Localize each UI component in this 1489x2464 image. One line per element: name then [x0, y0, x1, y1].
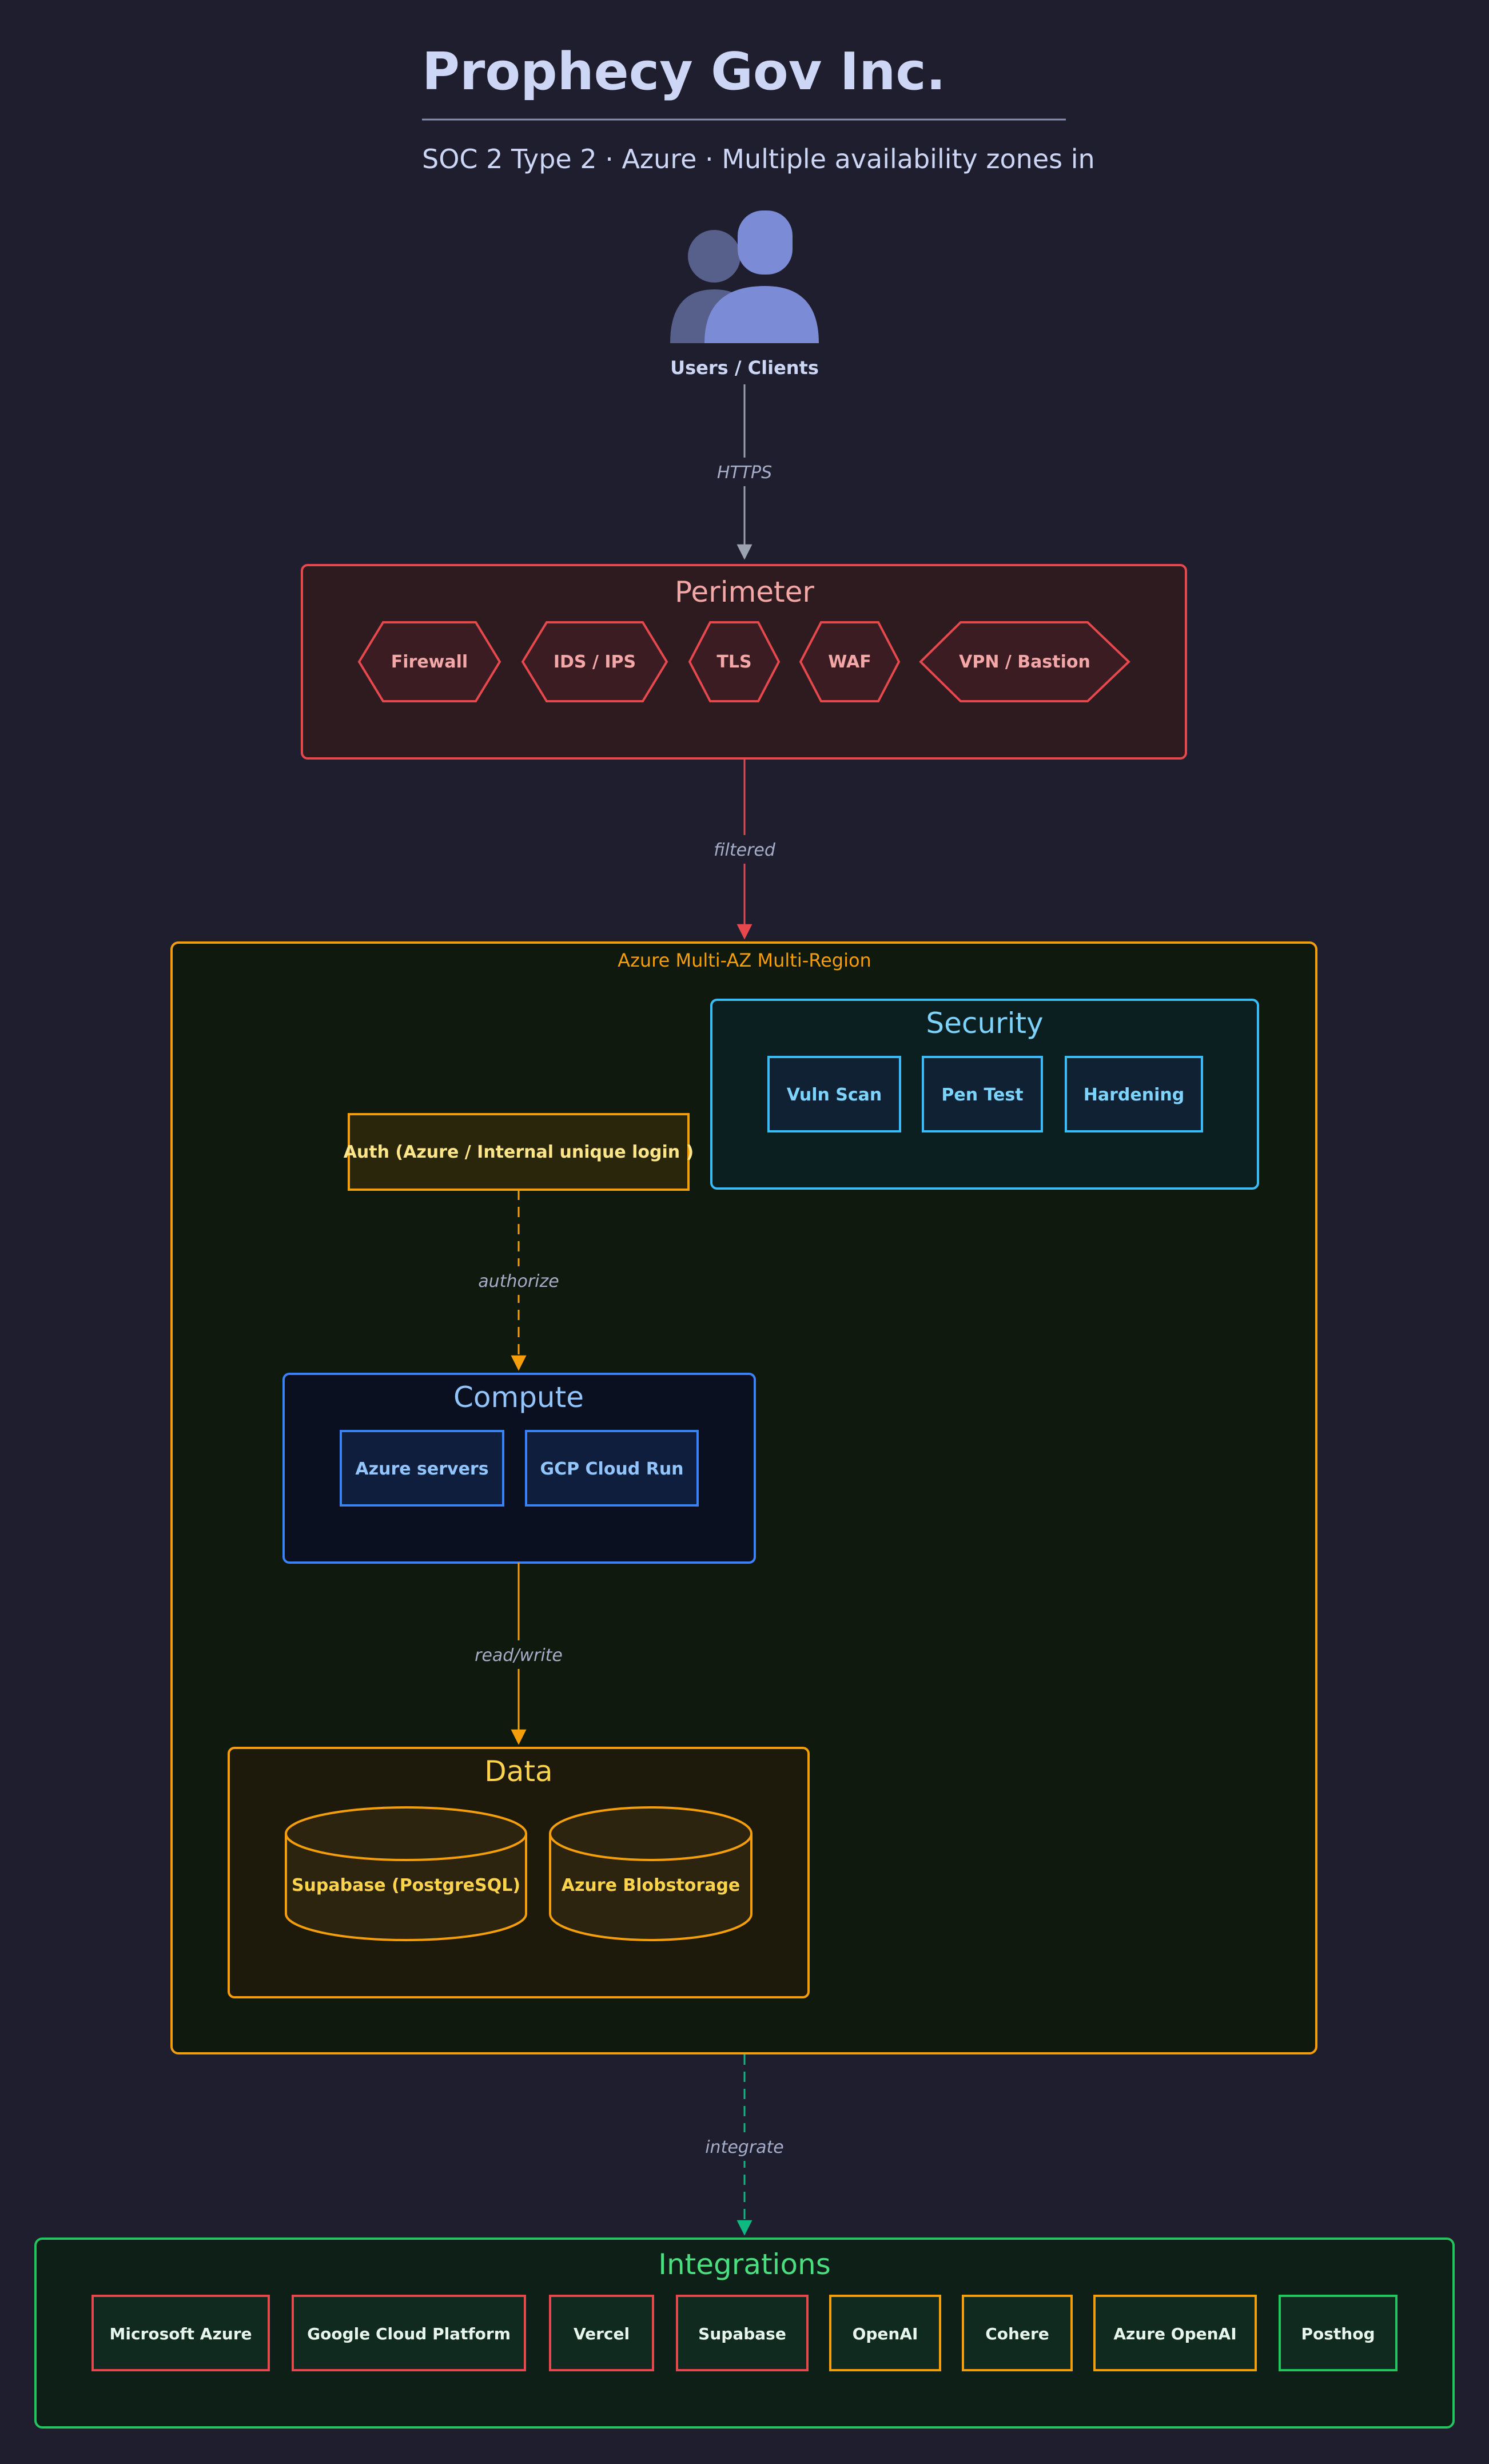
users-label: Users / Clients: [670, 357, 819, 379]
perimeter-vpn-bastion: VPN / Bastion: [919, 621, 1130, 702]
svg-text:Vuln Scan: Vuln Scan: [787, 1085, 882, 1105]
integration-posthog: Posthog: [1279, 2295, 1398, 2371]
svg-text:VPN / Bastion: VPN / Bastion: [959, 652, 1090, 672]
svg-text:Azure servers: Azure servers: [355, 1459, 488, 1479]
compute-gcp-cloud-run: GCP Cloud Run: [525, 1430, 699, 1507]
edge-label-authorize: authorize: [478, 1271, 559, 1291]
svg-text:Supabase: Supabase: [698, 2324, 786, 2343]
compute-azure-servers: Azure servers: [340, 1430, 504, 1507]
security-cluster: Security Vuln Scan Pen Test Hardening: [710, 999, 1259, 1190]
security-hardening: Hardening: [1065, 1056, 1203, 1132]
perimeter-waf: WAF: [799, 621, 901, 702]
compute-cluster: Compute Azure servers GCP Cloud Run: [282, 1373, 756, 1564]
svg-text:OpenAI: OpenAI: [853, 2324, 918, 2343]
svg-text:Google Cloud Platform: Google Cloud Platform: [307, 2324, 511, 2343]
svg-text:IDS / IPS: IDS / IPS: [554, 652, 636, 672]
svg-text:Cohere: Cohere: [985, 2324, 1049, 2343]
integrations-title: Integrations: [658, 2248, 831, 2281]
auth-node: Auth (Azure / Internal unique login ): [344, 1113, 694, 1191]
integration-azure-openai: Azure OpenAI: [1093, 2295, 1257, 2371]
svg-text:Vercel: Vercel: [574, 2324, 630, 2343]
svg-text:Azure OpenAI: Azure OpenAI: [1113, 2324, 1236, 2343]
perimeter-title: Perimeter: [675, 575, 814, 609]
database-azure-blobstorage: Azure Blobstorage: [549, 1806, 753, 1941]
security-title: Security: [926, 1007, 1043, 1040]
page-subtitle: SOC 2 Type 2 · Azure · Multiple availabi…: [422, 144, 1095, 174]
compute-title: Compute: [453, 1381, 584, 1414]
data-cluster: Data Supabase (PostgreSQL) Azure Blobsto…: [228, 1747, 810, 1998]
edge-label-read-write: read/write: [475, 1646, 563, 1666]
edge-label-integrate: integrate: [705, 2137, 784, 2157]
svg-text:Posthog: Posthog: [1301, 2324, 1375, 2343]
integrations-cluster: Integrations Microsoft Azure Google Clou…: [34, 2238, 1455, 2429]
integration-openai: OpenAI: [829, 2295, 941, 2371]
perimeter-tls: TLS: [688, 621, 781, 702]
edge-label-https: HTTPS: [717, 463, 772, 483]
users-icon: [670, 210, 819, 343]
data-title: Data: [484, 1755, 552, 1788]
svg-text:GCP Cloud Run: GCP Cloud Run: [540, 1459, 683, 1479]
svg-text:Firewall: Firewall: [391, 652, 468, 672]
integration-microsoft-azure: Microsoft Azure: [91, 2295, 270, 2371]
svg-text:WAF: WAF: [828, 652, 871, 672]
svg-text:Hardening: Hardening: [1084, 1085, 1184, 1105]
perimeter-firewall: Firewall: [357, 621, 501, 702]
svg-text:Azure Blobstorage: Azure Blobstorage: [562, 1875, 740, 1895]
svg-text:Supabase (PostgreSQL): Supabase (PostgreSQL): [292, 1875, 520, 1895]
integration-google-cloud-platform: Google Cloud Platform: [292, 2295, 526, 2371]
integration-vercel: Vercel: [549, 2295, 654, 2371]
integration-cohere: Cohere: [962, 2295, 1073, 2371]
security-pen-test: Pen Test: [922, 1056, 1043, 1132]
perimeter-cluster: Perimeter Firewall IDS / IPS TLS WAF VPN…: [301, 564, 1187, 760]
database-supabase-postgresql: Supabase (PostgreSQL): [285, 1806, 527, 1941]
edge-label-filtered: filtered: [714, 840, 776, 860]
perimeter-ids-ips: IDS / IPS: [521, 621, 668, 702]
svg-text:Microsoft Azure: Microsoft Azure: [109, 2324, 252, 2343]
integration-supabase: Supabase: [676, 2295, 809, 2371]
security-vuln-scan: Vuln Scan: [767, 1056, 901, 1132]
region-label: Azure Multi-AZ Multi-Region: [618, 949, 871, 971]
svg-text:Auth (Azure / Internal unique: Auth (Azure / Internal unique login ): [344, 1142, 694, 1162]
svg-text:TLS: TLS: [716, 652, 751, 672]
page-title: Prophecy Gov Inc.: [422, 42, 946, 102]
svg-text:Pen Test: Pen Test: [941, 1085, 1023, 1105]
